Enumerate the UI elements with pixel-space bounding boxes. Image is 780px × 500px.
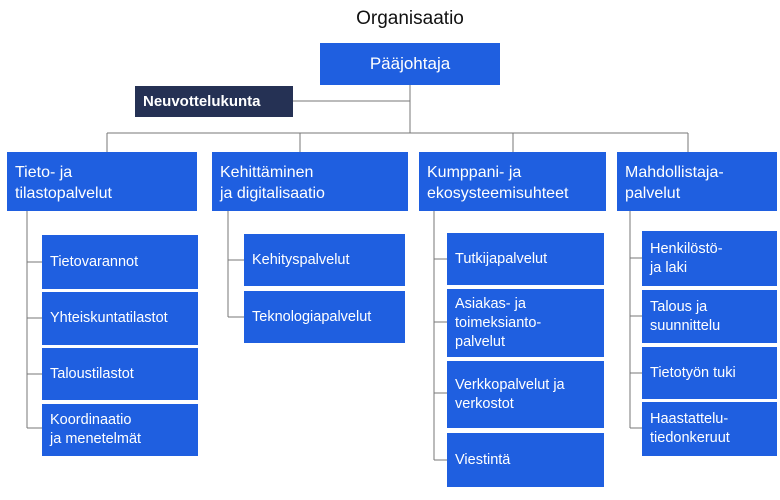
unit-box: Tietotyön tuki xyxy=(642,347,777,399)
council-box: Neuvottelukunta xyxy=(135,86,293,117)
ceo-label: Pääjohtaja xyxy=(369,54,451,73)
unit-box: Haastattelu- tiedonkeruut xyxy=(642,402,777,456)
unit-box: Yhteiskuntatilastot xyxy=(42,292,198,345)
unit-label: Talous ja suunnittelu xyxy=(650,298,721,334)
unit-label: Yhteiskuntatilastot xyxy=(50,310,168,326)
unit-box: Taloustilastot xyxy=(42,348,198,400)
unit-box: Asiakas- ja toimeksianto- palvelut xyxy=(447,289,604,357)
unit-label: Koordinaatio ja menetelmät xyxy=(50,412,142,447)
unit-label: Henkilöstö- ja laki xyxy=(650,240,723,276)
unit-label: Tietotyön tuki xyxy=(650,364,736,381)
department-label: Mahdollistaja- palvelut xyxy=(625,164,724,202)
chart-title: Organisaatio xyxy=(356,8,464,29)
department-label: Kehittäminen ja digitalisaatio xyxy=(220,164,325,202)
unit-box: Verkkopalvelut ja verkostot xyxy=(447,361,604,428)
department-box-4: Mahdollistaja- palvelut xyxy=(617,152,777,211)
unit-box: Koordinaatio ja menetelmät xyxy=(42,404,198,456)
ceo-box: Pääjohtaja xyxy=(320,43,500,85)
unit-box: Talous ja suunnittelu xyxy=(642,290,777,343)
unit-box: Tutkijapalvelut xyxy=(447,233,604,285)
department-label: Tieto- ja tilastopalvelut xyxy=(15,164,112,202)
unit-box: Kehityspalvelut xyxy=(244,234,405,286)
unit-label: Viestintä xyxy=(455,451,511,468)
unit-label: Haastattelu- tiedonkeruut xyxy=(650,411,730,446)
department-box-2: Kehittäminen ja digitalisaatio xyxy=(212,152,408,211)
department-box-1: Tieto- ja tilastopalvelut xyxy=(7,152,197,211)
unit-label: Taloustilastot xyxy=(50,365,134,382)
unit-label: Teknologiapalvelut xyxy=(252,308,372,325)
council-label: Neuvottelukunta xyxy=(143,92,261,110)
unit-box: Teknologiapalvelut xyxy=(244,291,405,343)
unit-box: Henkilöstö- ja laki xyxy=(642,231,777,286)
department-label: Kumppani- ja ekosysteemisuhteet xyxy=(427,164,569,202)
unit-box: Viestintä xyxy=(447,433,604,487)
unit-label: Tutkijapalvelut xyxy=(455,250,548,267)
unit-label: Verkkopalvelut ja verkostot xyxy=(455,376,565,412)
unit-label: Kehityspalvelut xyxy=(252,251,350,268)
unit-label: Tietovarannot xyxy=(50,253,139,270)
unit-label: Asiakas- ja toimeksianto- palvelut xyxy=(455,295,542,350)
department-box-3: Kumppani- ja ekosysteemisuhteet xyxy=(419,152,606,211)
unit-box: Tietovarannot xyxy=(42,235,198,289)
